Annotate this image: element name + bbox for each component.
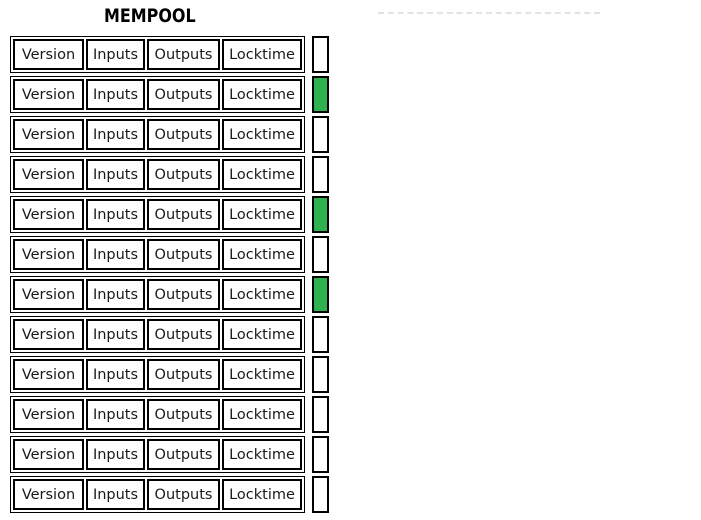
dashed-connector-line <box>378 12 600 14</box>
tx-field-version: Version <box>13 199 84 230</box>
tx-field-inputs: Inputs <box>86 319 145 350</box>
transaction-box: Version Inputs Outputs Locktime <box>10 316 305 353</box>
transaction-row: Version Inputs Outputs Locktime <box>10 476 340 513</box>
tx-field-outputs: Outputs <box>147 319 220 350</box>
transaction-row: Version Inputs Outputs Locktime <box>10 316 340 353</box>
tx-field-version: Version <box>13 39 84 70</box>
tx-field-locktime: Locktime <box>222 319 302 350</box>
transaction-box: Version Inputs Outputs Locktime <box>10 476 305 513</box>
tx-field-locktime: Locktime <box>222 199 302 230</box>
tx-field-version: Version <box>13 439 84 470</box>
tx-field-outputs: Outputs <box>147 119 220 150</box>
tx-field-locktime: Locktime <box>222 119 302 150</box>
transaction-row: Version Inputs Outputs Locktime <box>10 36 340 73</box>
transaction-row: Version Inputs Outputs Locktime <box>10 116 340 153</box>
transaction-box: Version Inputs Outputs Locktime <box>10 276 305 313</box>
tx-field-outputs: Outputs <box>147 79 220 110</box>
tx-status-indicator <box>312 436 329 473</box>
tx-field-locktime: Locktime <box>222 439 302 470</box>
tx-status-indicator <box>312 156 329 193</box>
transaction-box: Version Inputs Outputs Locktime <box>10 116 305 153</box>
transaction-row: Version Inputs Outputs Locktime <box>10 276 340 313</box>
transaction-row: Version Inputs Outputs Locktime <box>10 196 340 233</box>
transaction-row: Version Inputs Outputs Locktime <box>10 156 340 193</box>
tx-field-locktime: Locktime <box>222 79 302 110</box>
tx-field-version: Version <box>13 119 84 150</box>
transaction-box: Version Inputs Outputs Locktime <box>10 76 305 113</box>
transaction-box: Version Inputs Outputs Locktime <box>10 196 305 233</box>
transaction-box: Version Inputs Outputs Locktime <box>10 436 305 473</box>
transaction-row: Version Inputs Outputs Locktime <box>10 236 340 273</box>
tx-field-inputs: Inputs <box>86 359 145 390</box>
transaction-box: Version Inputs Outputs Locktime <box>10 156 305 193</box>
transaction-box: Version Inputs Outputs Locktime <box>10 356 305 393</box>
tx-field-inputs: Inputs <box>86 39 145 70</box>
tx-field-version: Version <box>13 319 84 350</box>
tx-field-version: Version <box>13 359 84 390</box>
tx-status-indicator <box>312 316 329 353</box>
tx-field-locktime: Locktime <box>222 159 302 190</box>
tx-field-inputs: Inputs <box>86 119 145 150</box>
tx-field-version: Version <box>13 239 84 270</box>
transaction-row: Version Inputs Outputs Locktime <box>10 396 340 433</box>
transaction-box: Version Inputs Outputs Locktime <box>10 396 305 433</box>
mempool-transaction-list: Version Inputs Outputs Locktime Version … <box>10 36 340 516</box>
tx-field-outputs: Outputs <box>147 199 220 230</box>
tx-field-outputs: Outputs <box>147 359 220 390</box>
tx-field-inputs: Inputs <box>86 159 145 190</box>
tx-field-version: Version <box>13 399 84 430</box>
tx-field-inputs: Inputs <box>86 239 145 270</box>
tx-field-outputs: Outputs <box>147 239 220 270</box>
tx-status-indicator <box>312 196 329 233</box>
tx-field-version: Version <box>13 279 84 310</box>
transaction-row: Version Inputs Outputs Locktime <box>10 76 340 113</box>
tx-field-inputs: Inputs <box>86 279 145 310</box>
tx-field-outputs: Outputs <box>147 39 220 70</box>
tx-field-inputs: Inputs <box>86 399 145 430</box>
tx-status-indicator <box>312 476 329 513</box>
tx-status-indicator <box>312 396 329 433</box>
tx-field-locktime: Locktime <box>222 359 302 390</box>
tx-field-inputs: Inputs <box>86 439 145 470</box>
tx-status-indicator <box>312 236 329 273</box>
tx-field-outputs: Outputs <box>147 279 220 310</box>
tx-field-locktime: Locktime <box>222 399 302 430</box>
tx-field-version: Version <box>13 479 84 510</box>
tx-status-indicator <box>312 116 329 153</box>
tx-status-indicator <box>312 356 329 393</box>
tx-field-outputs: Outputs <box>147 159 220 190</box>
tx-field-version: Version <box>13 159 84 190</box>
tx-field-inputs: Inputs <box>86 479 145 510</box>
tx-field-locktime: Locktime <box>222 479 302 510</box>
transaction-box: Version Inputs Outputs Locktime <box>10 236 305 273</box>
tx-status-indicator <box>312 36 329 73</box>
tx-field-version: Version <box>13 79 84 110</box>
tx-field-inputs: Inputs <box>86 199 145 230</box>
tx-field-inputs: Inputs <box>86 79 145 110</box>
tx-field-locktime: Locktime <box>222 239 302 270</box>
tx-field-outputs: Outputs <box>147 479 220 510</box>
transaction-row: Version Inputs Outputs Locktime <box>10 356 340 393</box>
transaction-box: Version Inputs Outputs Locktime <box>10 36 305 73</box>
tx-status-indicator <box>312 276 329 313</box>
tx-field-outputs: Outputs <box>147 439 220 470</box>
tx-field-locktime: Locktime <box>222 39 302 70</box>
tx-status-indicator <box>312 76 329 113</box>
tx-field-outputs: Outputs <box>147 399 220 430</box>
transaction-row: Version Inputs Outputs Locktime <box>10 436 340 473</box>
tx-field-locktime: Locktime <box>222 279 302 310</box>
mempool-title: MEMPOOL <box>104 5 196 27</box>
